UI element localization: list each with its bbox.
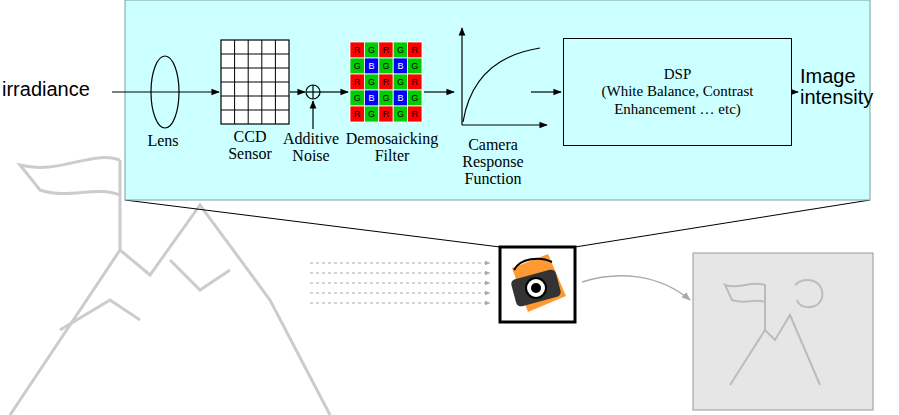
camera-icon — [500, 247, 575, 322]
signal-arrow — [792, 91, 798, 92]
bayer-grid — [350, 42, 422, 122]
bayer-letter: G — [379, 90, 393, 106]
bayer-letter: R — [350, 42, 364, 58]
bayer-letter: B — [393, 58, 407, 74]
bayer-letter: G — [364, 42, 378, 58]
bayer-letter: R — [379, 42, 393, 58]
adder-symbol — [306, 85, 320, 99]
camera-pipeline-panel — [125, 0, 870, 200]
bayer-letter: R — [408, 74, 422, 90]
signal-arrow — [112, 91, 219, 92]
noise-arrow — [312, 101, 313, 129]
bayer-letter: B — [364, 90, 378, 106]
bayer-letter: G — [408, 58, 422, 74]
lens-symbol — [151, 56, 179, 128]
bayer-letter: R — [408, 42, 422, 58]
bayer-letter: G — [393, 74, 407, 90]
component-label: Camera Response Function — [451, 137, 535, 187]
bayer-letter: G — [379, 58, 393, 74]
signal-arrow — [424, 91, 454, 92]
component-label: CCD Sensor — [219, 129, 281, 163]
zoom-line — [575, 200, 870, 247]
bayer-letter: R — [408, 106, 422, 122]
bayer-letter: B — [364, 58, 378, 74]
signal-arrow — [320, 91, 348, 92]
component-label: Demosaicking Filter — [342, 131, 442, 165]
bayer-letter: R — [350, 74, 364, 90]
bayer-letter: G — [393, 42, 407, 58]
bayer-letter: R — [379, 74, 393, 90]
bayer-letter: G — [350, 90, 364, 106]
bayer-letter: G — [408, 90, 422, 106]
signal-arrow — [531, 91, 561, 92]
component-label: Image intensity — [800, 66, 895, 108]
component-label: irradiance — [2, 79, 90, 100]
bayer-letter: G — [364, 74, 378, 90]
bayer-letter: G — [364, 106, 378, 122]
box-heading: DSP — [664, 66, 692, 83]
response-curve-plot — [462, 28, 547, 125]
box-body: (White Balance, Contrast Enhancement … e… — [583, 83, 773, 118]
bayer-letter: R — [379, 106, 393, 122]
zoom-line — [125, 200, 500, 247]
component-label: Lens — [133, 133, 193, 150]
signal-arrow — [290, 91, 305, 92]
process-box: DSP(White Balance, Contrast Enhancement … — [563, 38, 792, 146]
bayer-letter: G — [393, 106, 407, 122]
output-image — [693, 253, 873, 410]
bayer-letter: B — [393, 90, 407, 106]
bayer-letter: R — [350, 106, 364, 122]
bayer-letter: G — [350, 58, 364, 74]
ccd-sensor-grid — [221, 40, 289, 124]
component-label: Additive Noise — [280, 131, 342, 165]
output-arrow — [582, 276, 690, 300]
light-rays — [310, 263, 490, 303]
